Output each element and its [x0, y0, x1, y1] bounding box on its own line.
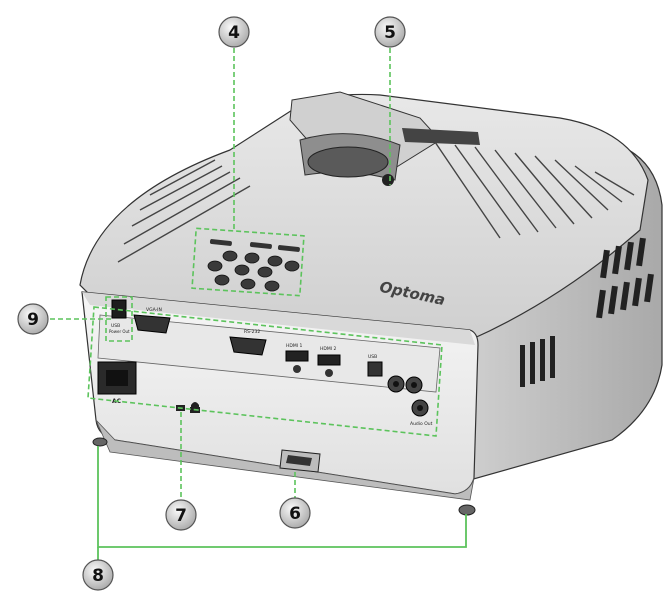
- io-panel: USB Power Out VGA-IN RS-232 HDMI 1 HDMI …: [97, 299, 441, 427]
- adjustable-foot-left: [92, 437, 108, 447]
- rs232-port-icon: [229, 336, 267, 356]
- svg-text:8: 8: [92, 566, 104, 586]
- svg-text:RS-232: RS-232: [244, 329, 260, 335]
- svg-text:Audio Out: Audio Out: [410, 421, 433, 427]
- hdmi1-port-icon: [285, 350, 309, 362]
- callout-7: 7: [165, 499, 197, 531]
- svg-text:VGA-IN: VGA-IN: [146, 307, 162, 313]
- callout-5: 5: [374, 16, 406, 48]
- keypad-button-icon: [207, 260, 223, 272]
- hdmi2-lock-icon: [325, 369, 333, 377]
- hdmi2-port-icon: [317, 354, 341, 366]
- callout-9: 9: [17, 303, 49, 335]
- callout-8-bracket: [97, 446, 467, 560]
- top-vents: [117, 141, 635, 263]
- svg-text:USB: USB: [111, 323, 120, 329]
- svg-text:HDMI 2: HDMI 2: [320, 346, 336, 352]
- keypad-button-icon: [222, 250, 238, 262]
- keypad-button-icon: [257, 266, 273, 278]
- keypad-button-icon: [264, 280, 280, 292]
- svg-text:7: 7: [175, 506, 187, 526]
- keypad-button-icon: [240, 278, 256, 290]
- svg-text:USB: USB: [368, 354, 377, 360]
- keypad-button-icon: [267, 255, 283, 267]
- keypad-button-icon: [244, 252, 260, 264]
- vga-in-port-icon: [133, 314, 171, 334]
- ac-power-socket: AC: [97, 361, 137, 405]
- callout-6: 6: [279, 497, 311, 529]
- keypad-button-icon: [234, 264, 250, 276]
- leader-lines: [50, 48, 443, 500]
- svg-text:5: 5: [384, 23, 396, 43]
- side-vents: [520, 237, 654, 387]
- focus-ring-icon: [382, 174, 394, 186]
- hdmi1-lock-icon: [293, 365, 301, 373]
- svg-text:6: 6: [289, 504, 301, 524]
- keypad-button-icon: [214, 274, 230, 286]
- callout-8: 8: [82, 559, 114, 591]
- keypad-button-icon: [284, 260, 300, 272]
- lens-housing: [289, 91, 480, 186]
- control-keypad: [207, 239, 300, 292]
- callout-4: 4: [218, 16, 250, 48]
- svg-text:HDMI 1: HDMI 1: [286, 343, 302, 349]
- svg-text:4: 4: [228, 23, 240, 43]
- svg-text:Power Out: Power Out: [109, 329, 130, 334]
- adjustable-foot-right: [458, 504, 476, 516]
- service-usb-port-icon: [367, 361, 383, 377]
- svg-text:9: 9: [27, 310, 39, 330]
